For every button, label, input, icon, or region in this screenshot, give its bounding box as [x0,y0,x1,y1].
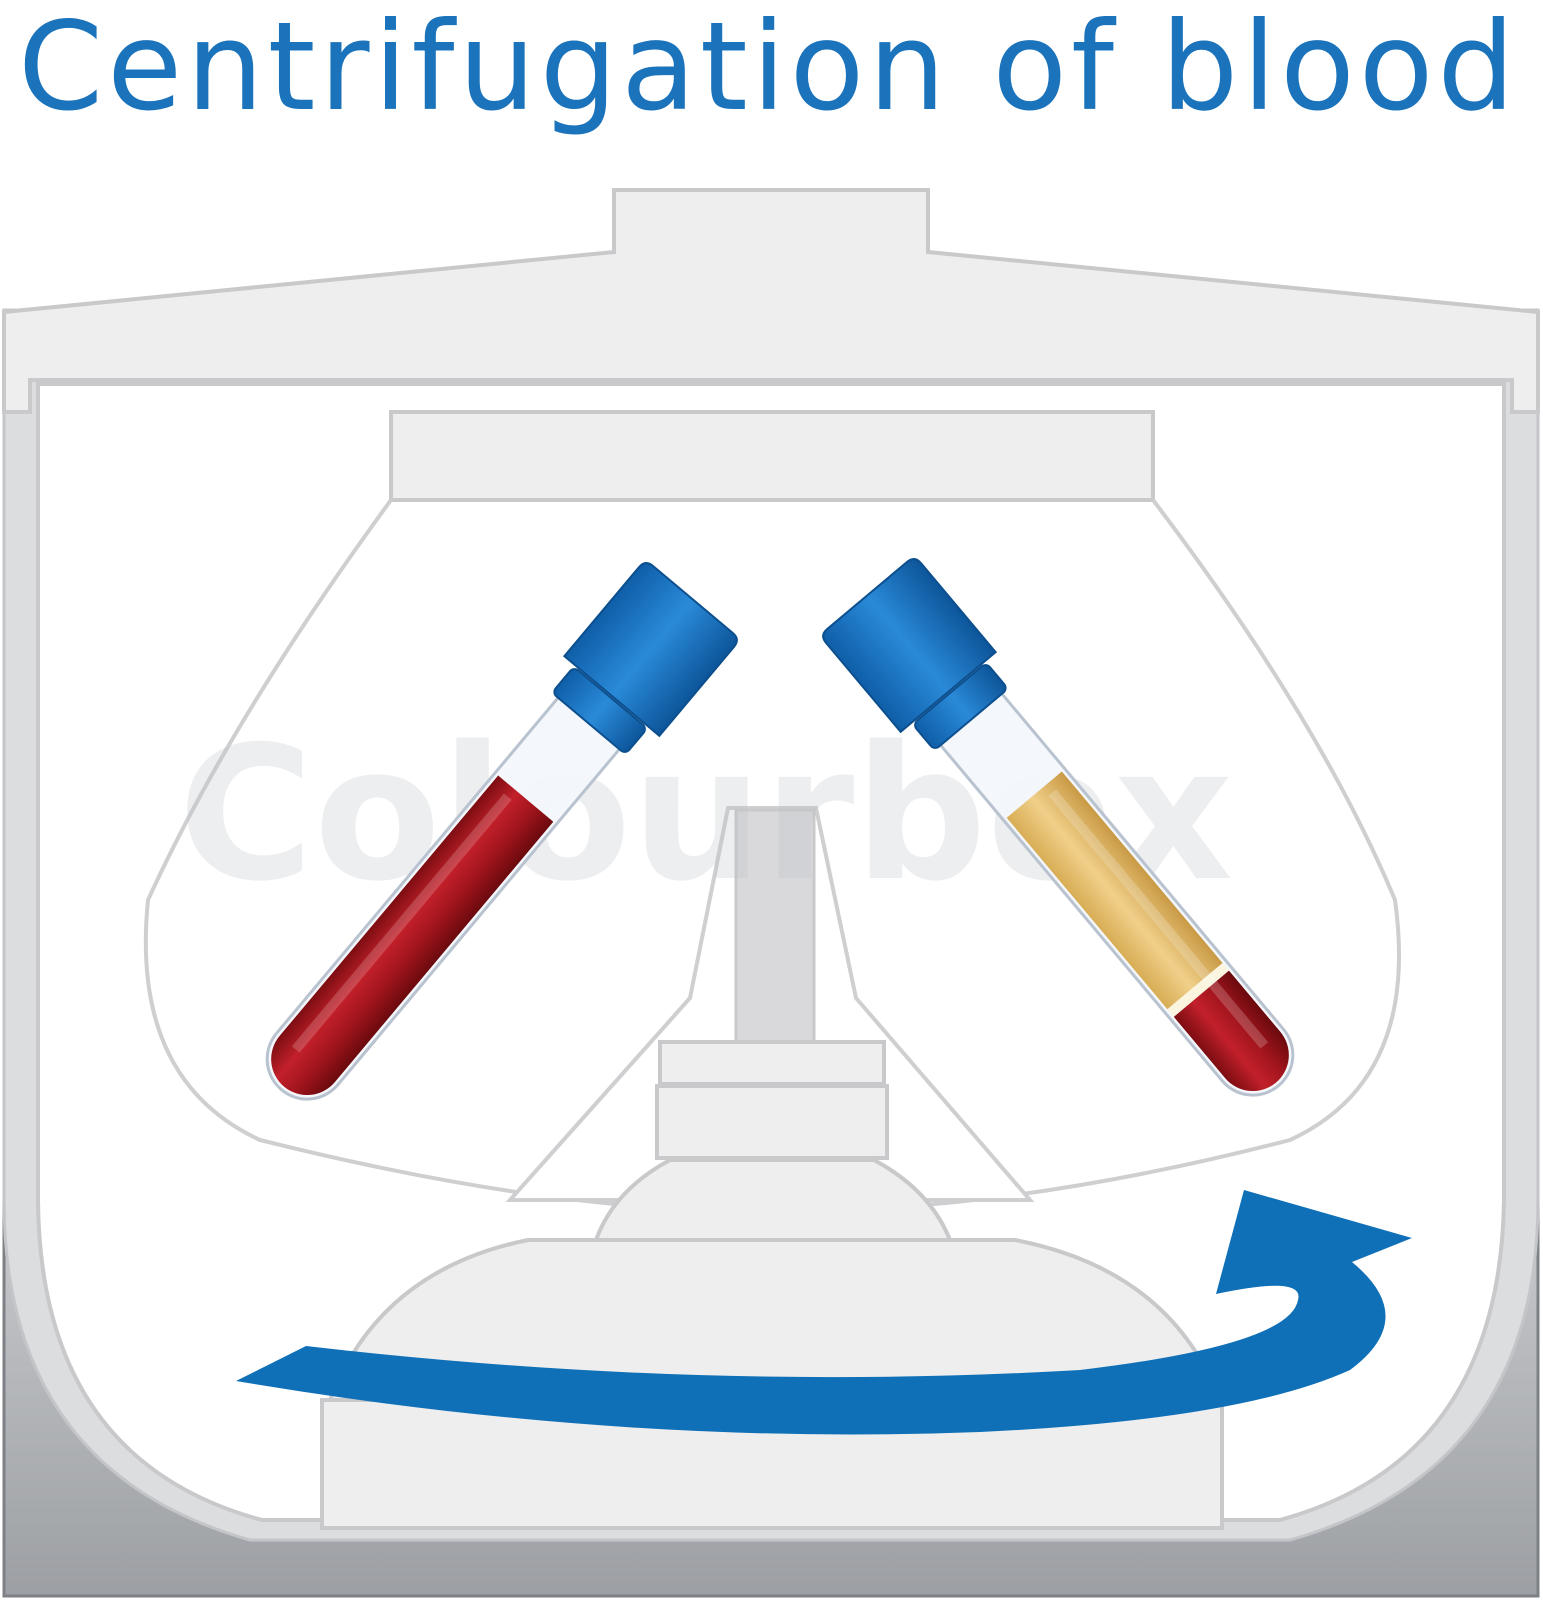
spindle-collar-top [658,1040,886,1086]
tube-cap-ring-left [553,668,646,753]
red-cell-layer [1173,970,1289,1092]
spindle-dome [593,1158,953,1242]
test-tube-icon [822,558,1295,1097]
centrifuge-icon [1,188,1540,1598]
rotation-arrow-icon [236,1190,1412,1435]
buffy-coat-layer [1167,962,1229,1017]
spindle-collar-bottom [655,1084,889,1160]
test-tube-icon [265,562,738,1101]
tube-cap-ring-right [914,664,1007,749]
blood-fill-left [271,775,554,1096]
tube-cap-right [822,558,998,734]
rotor-top-plate [389,410,1155,502]
plasma-layer [1006,771,1223,1010]
page-title: Centrifugation of blood [18,0,1519,138]
tube-cap-left [562,562,738,738]
machine-lid [1,188,1540,414]
